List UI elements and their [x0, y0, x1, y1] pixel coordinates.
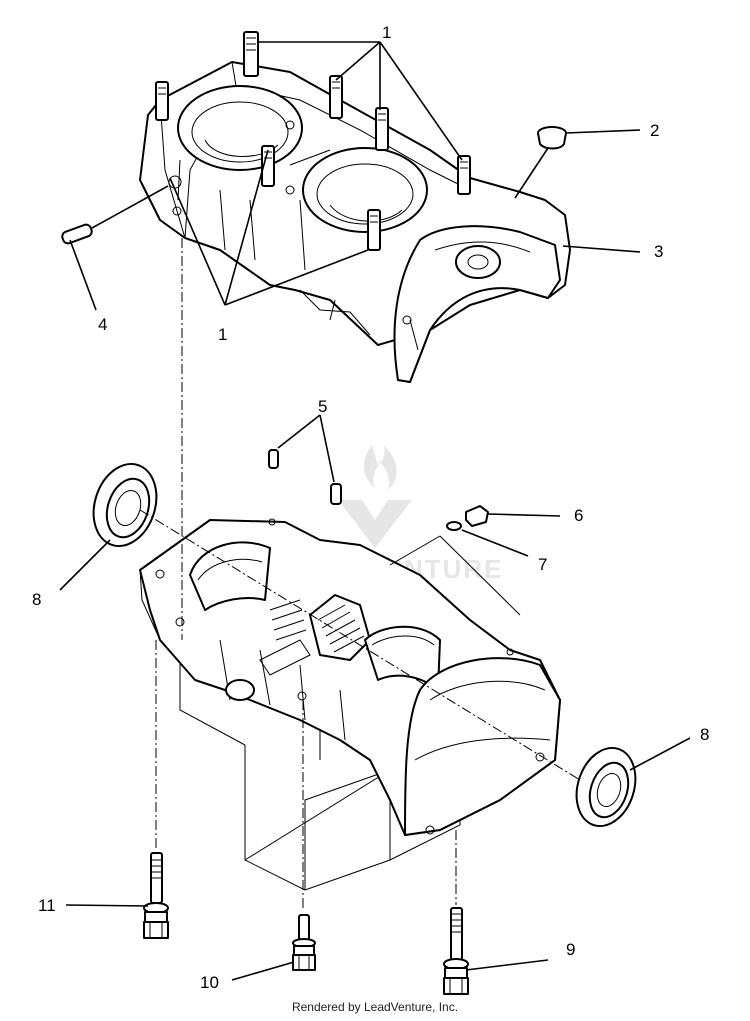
callout-10: 10	[200, 973, 219, 992]
callout-1-bottom: 1	[218, 325, 227, 344]
leader-part-2	[565, 129, 641, 134]
callout-2: 2	[650, 121, 659, 140]
callout-7: 7	[538, 555, 547, 574]
callout-11: 11	[38, 896, 56, 915]
callout-3: 3	[654, 242, 663, 261]
upper-crankcase	[139, 31, 571, 383]
callout-9: 9	[566, 940, 575, 959]
callout-4: 4	[98, 315, 107, 334]
leader-part-3	[562, 245, 641, 253]
oil-seal-left-part-8	[59, 462, 158, 591]
bolt-part-11	[65, 852, 169, 939]
callout-8-right: 8	[700, 725, 709, 744]
callout-6: 6	[574, 506, 583, 525]
bolt-part-10	[231, 914, 316, 981]
leader-part-4	[69, 239, 97, 311]
bolt-part-9	[443, 907, 549, 995]
crank-axis-line	[139, 509, 581, 781]
bolt-washer-part-6-7	[389, 505, 561, 616]
oil-seal-right-part-8	[575, 737, 691, 828]
lower-crankcase	[139, 518, 561, 891]
plug-part-2	[514, 126, 567, 199]
callout-5: 5	[318, 397, 327, 416]
callout-1-top: 1	[382, 23, 391, 42]
footer-credit: Rendered by LeadVenture, Inc.	[291, 1000, 459, 1014]
dowels-part-5	[268, 414, 342, 505]
leaders-part-1	[169, 41, 463, 306]
dowel-pin-part-4	[61, 185, 169, 245]
callout-8-left: 8	[32, 590, 41, 609]
cylinder-studs	[155, 31, 471, 251]
